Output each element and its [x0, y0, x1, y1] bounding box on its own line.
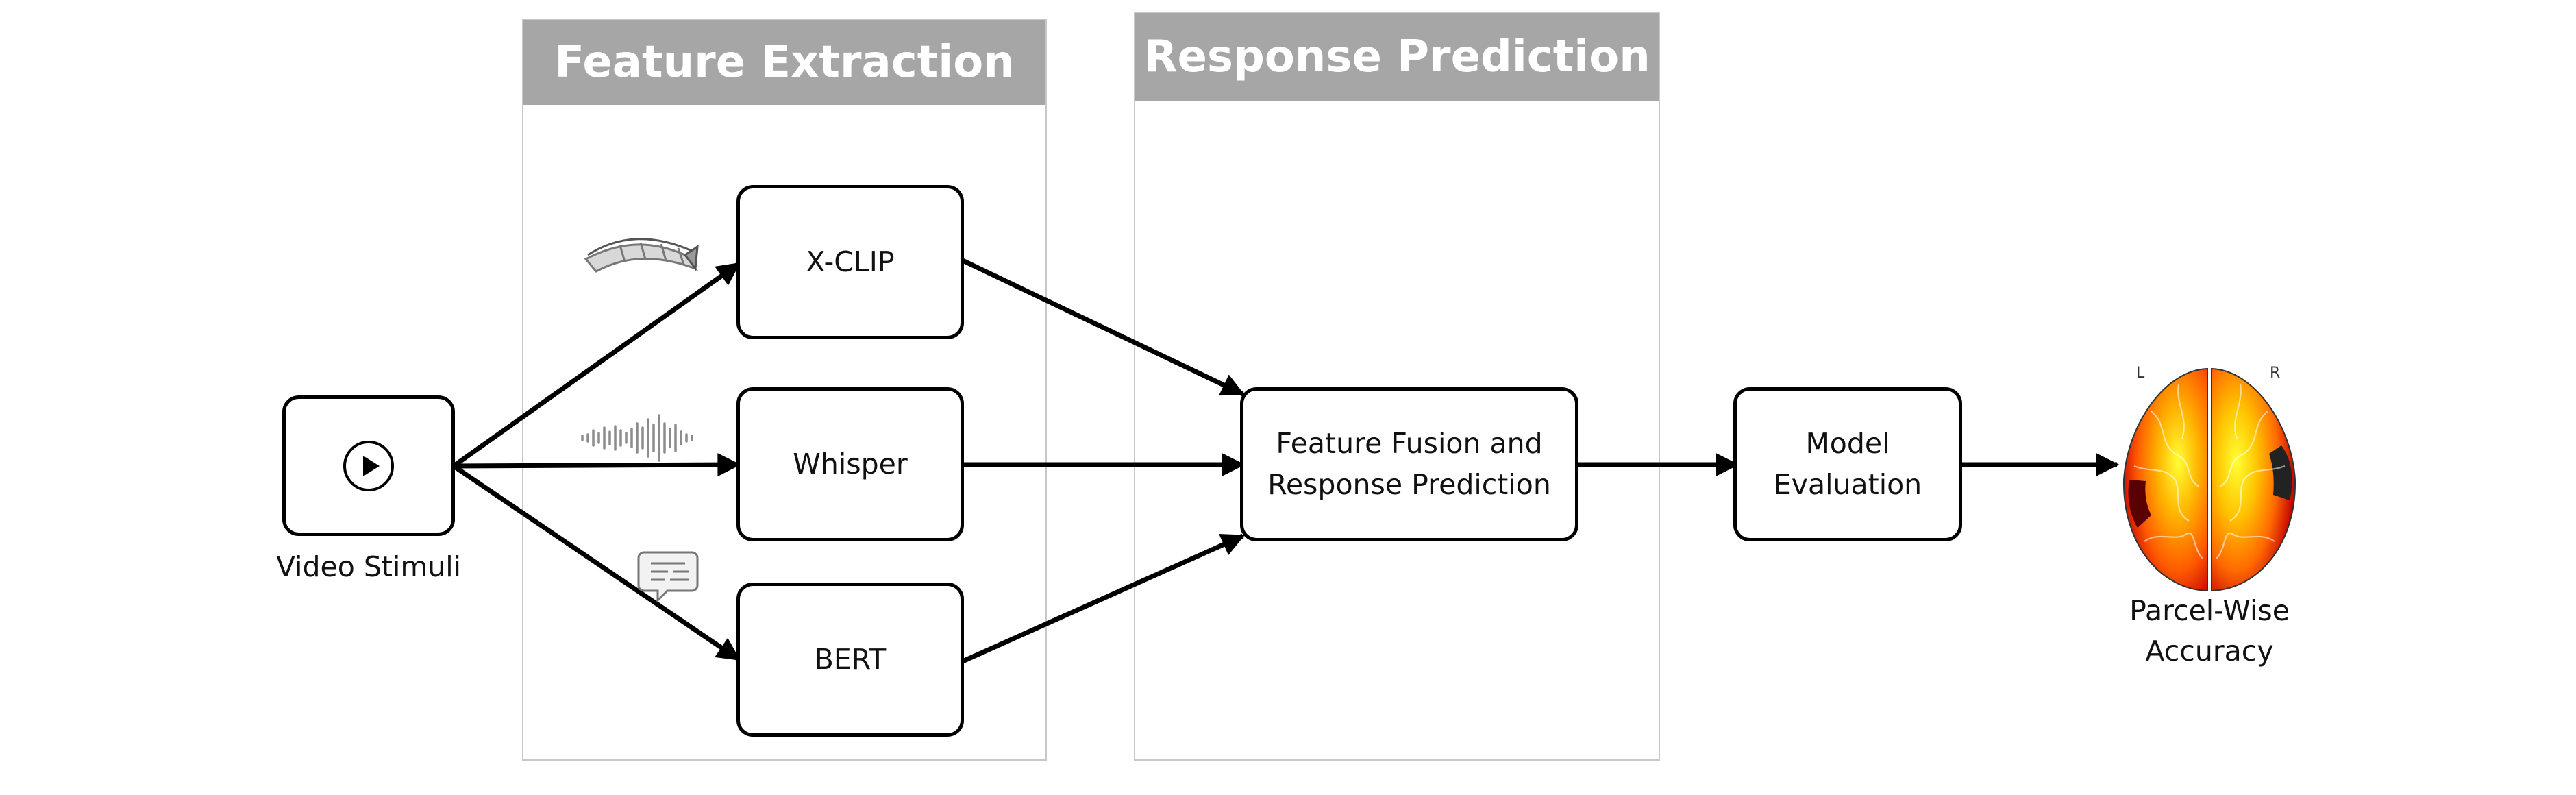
whisper-node: Whisper: [736, 387, 964, 541]
arrow-video-to-bert: [452, 464, 741, 661]
model-evaluation-node: Model Evaluation: [1733, 387, 1962, 541]
film-strip-icon: [584, 238, 699, 273]
hemisphere-left-label: L: [2136, 365, 2145, 382]
audio-waveform-icon: [581, 414, 693, 462]
play-icon: [343, 440, 394, 491]
hemisphere-right-label: R: [2270, 365, 2281, 382]
arrow-video-to-whisper: [453, 453, 741, 477]
arrow-video-to-xclip: [451, 262, 741, 468]
bert-node: BERT: [736, 583, 964, 737]
brain-heatmap-icon: [2122, 367, 2296, 591]
response-prediction-title: Response Prediction: [1135, 13, 1659, 101]
xclip-node: X-CLIP: [736, 185, 964, 339]
arrow-bert-to-fusion: [961, 533, 1246, 664]
feature-fusion-node: Feature Fusion and Response Prediction: [1240, 387, 1578, 541]
video-stimuli-node: [282, 395, 455, 536]
feature-extraction-title: Feature Extraction: [523, 20, 1045, 105]
video-stimuli-caption: Video Stimuli: [275, 550, 462, 583]
text-bubble-icon: [637, 551, 699, 603]
parcel-wise-accuracy-caption: Parcel-Wise Accuracy: [2129, 594, 2290, 668]
response-prediction-panel: Response Prediction: [1134, 12, 1660, 761]
arrow-xclip-to-fusion: [961, 258, 1246, 397]
